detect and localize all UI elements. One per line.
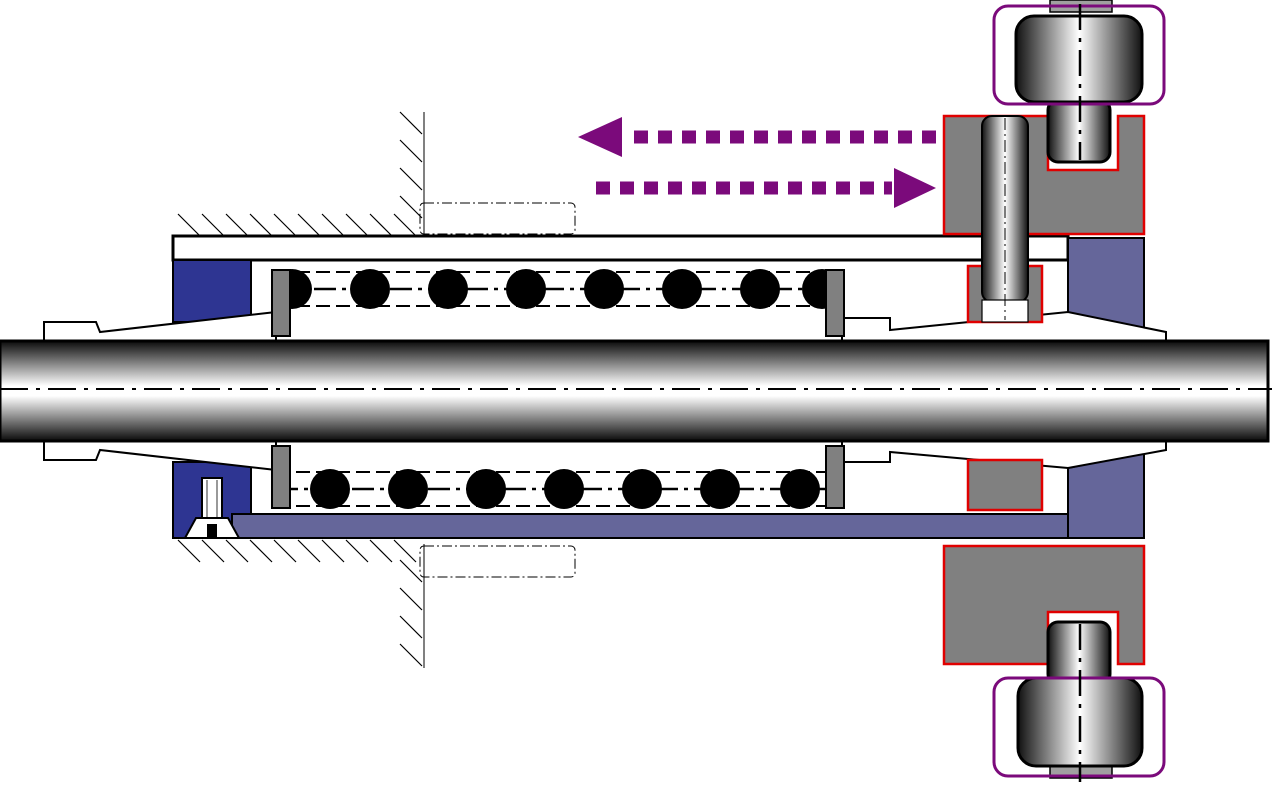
roller-top [992,0,1166,164]
housing-flange-top [172,259,252,323]
right-arrow-icon [894,168,936,208]
phantom-outline-bottom [419,545,576,578]
cage-end-plate-left-bottom [271,445,291,509]
phantom-outline-top [419,202,576,235]
shaft [0,339,1272,443]
cage-end-plate-left-top [271,269,291,337]
carriage-insert-bottom [966,458,1044,512]
cage-end-plate-right-bottom [825,445,845,509]
mounting-screw [183,477,241,539]
motion-arrow-left [578,117,936,157]
wall-hatching [177,111,425,668]
carriage-block-top [942,114,1146,236]
carriage-block-bottom [942,544,1146,666]
ball-cage-bottom [271,445,845,509]
housing-base [231,513,1145,539]
ball-cage-top [271,269,845,337]
guide-pin [981,115,1029,323]
roller-bottom [992,620,1166,782]
cage-end-plate-right-top [825,269,845,337]
motion-arrow-right [596,168,936,208]
tapered-sleeve [43,310,1167,472]
housing [171,234,1145,539]
left-arrow-icon [578,117,622,157]
